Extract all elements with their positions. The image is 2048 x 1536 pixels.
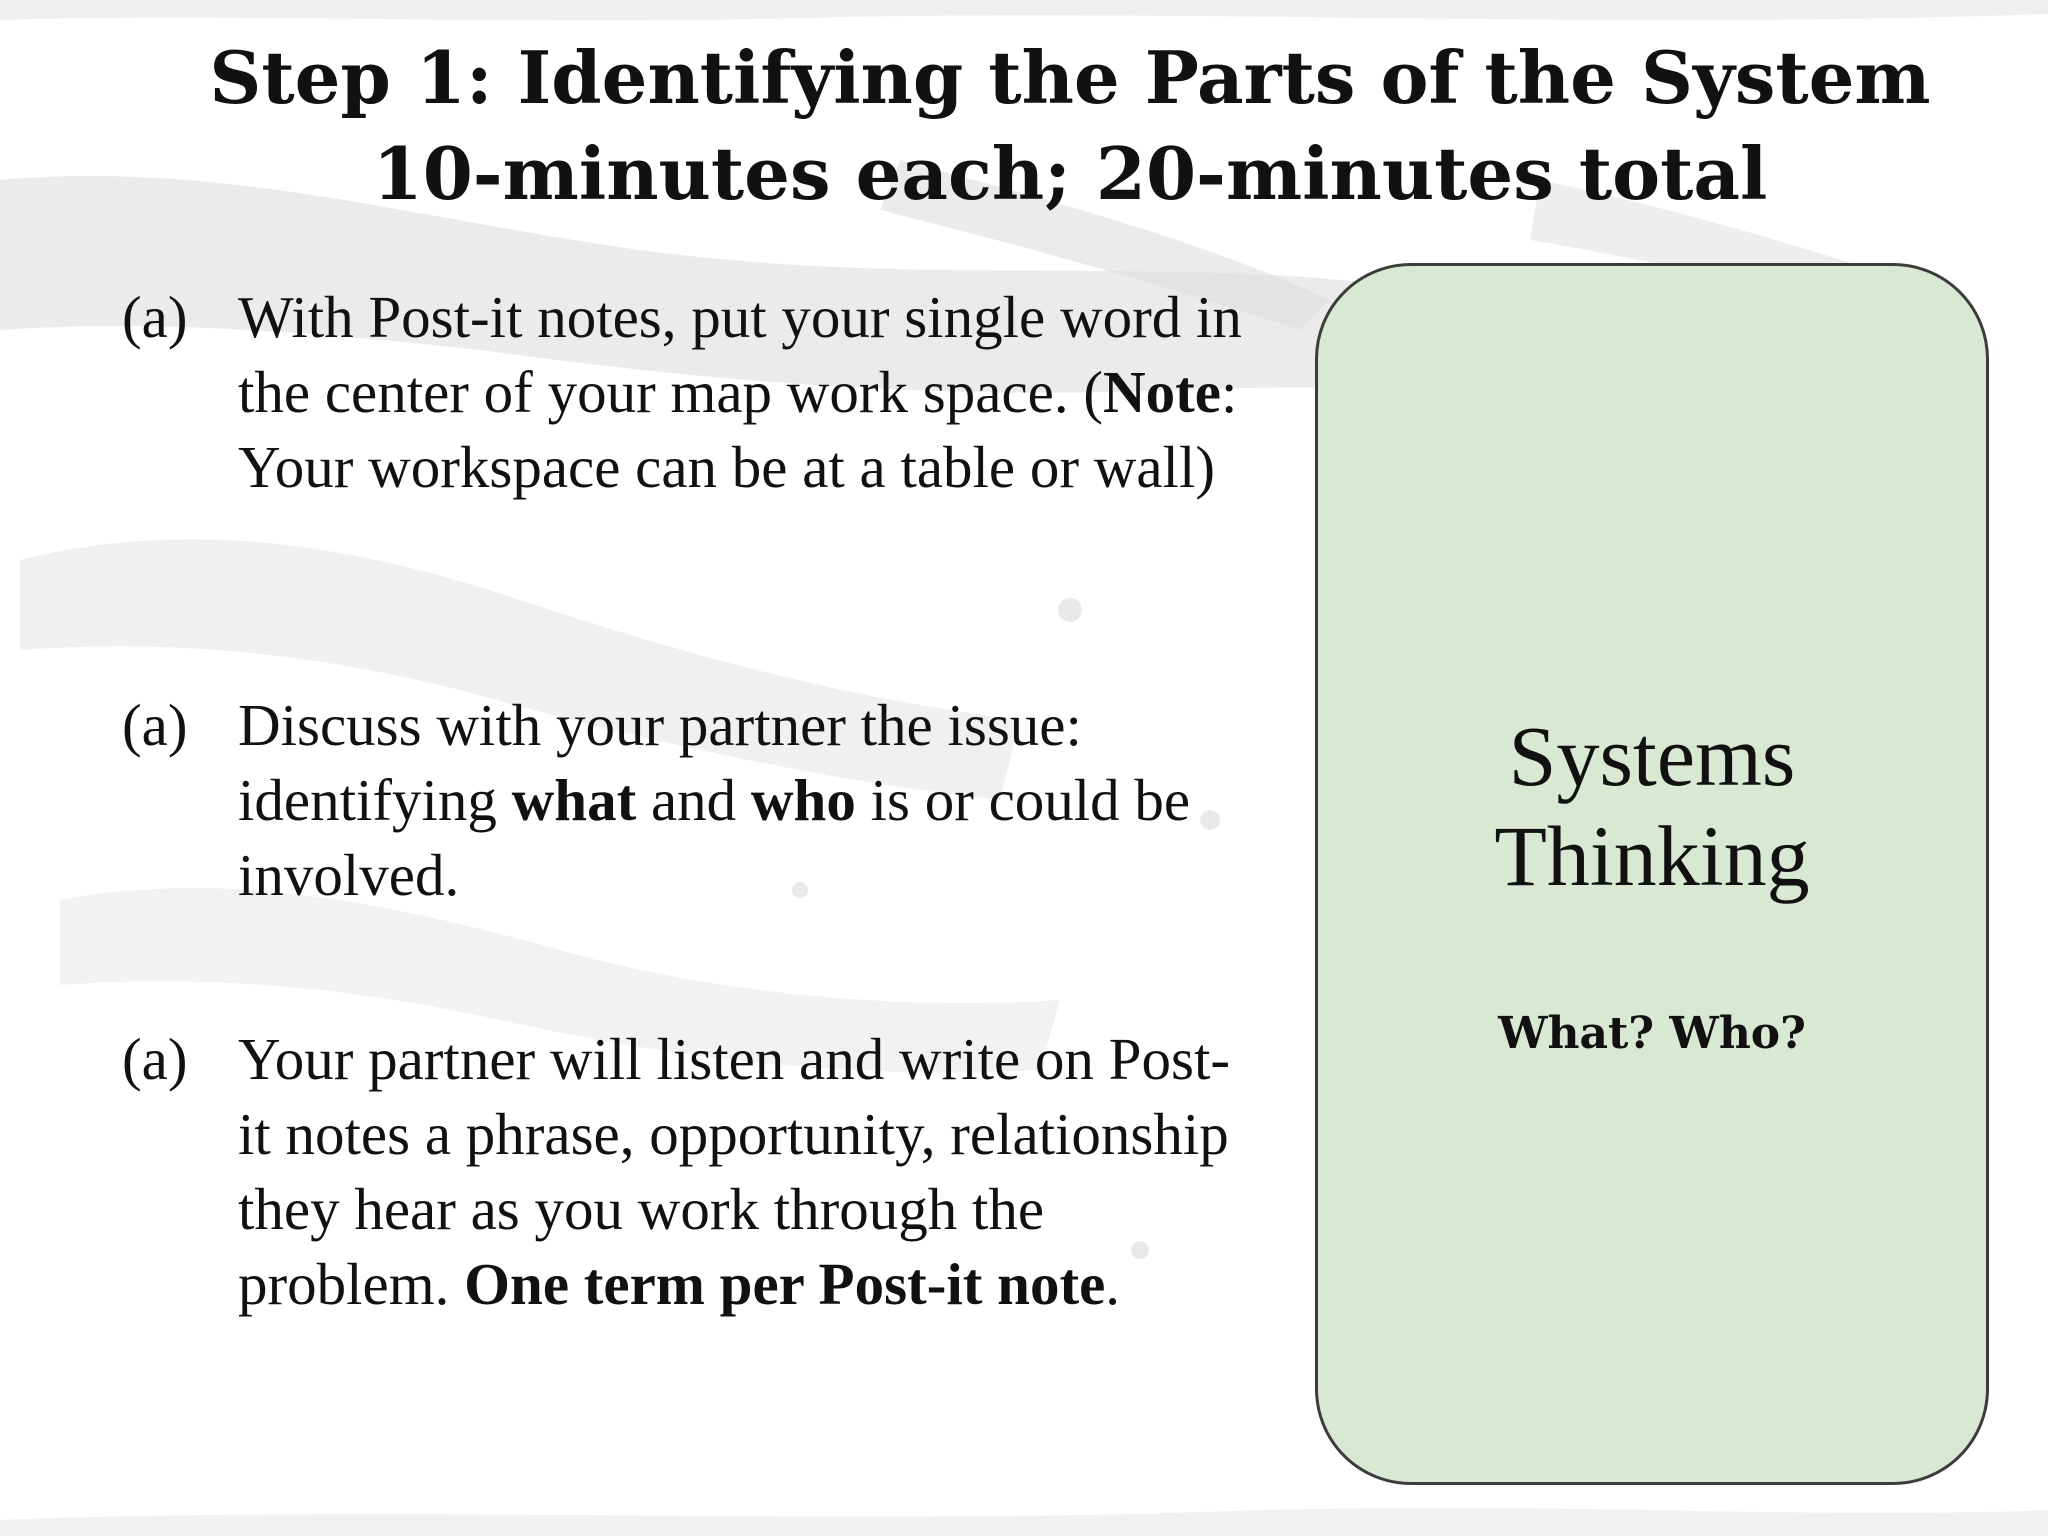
instruction-item: (a) With Post-it notes, put your single … (122, 280, 1272, 505)
emphasis-text: Note (1102, 359, 1221, 425)
emphasis-text: One term per Post-it note (464, 1251, 1106, 1317)
text-segment: . (1105, 1251, 1121, 1317)
text-segment: is or could be involved. (238, 767, 1191, 908)
text-segment: With Post-it notes, put your single word… (238, 284, 1242, 425)
instruction-label: (a) (122, 284, 188, 350)
card-subtitle: What? Who? (1498, 1008, 1806, 1059)
slide-title-line-2: 10-minutes each; 20-minutes total (372, 131, 1768, 216)
text-segment: Discuss with your partner the issue: ide… (238, 692, 1082, 833)
slide-title-line-1: Step 1: Identifying the Parts of the Sys… (209, 35, 1931, 120)
instruction-item: (a) Your partner will listen and write o… (122, 1022, 1272, 1322)
emphasis-text: who (750, 767, 856, 833)
instruction-label: (a) (122, 692, 188, 758)
card-title-line-1: Systems (1508, 708, 1796, 804)
instruction-label: (a) (122, 1026, 188, 1092)
instruction-item: (a) Discuss with your partner the issue:… (122, 688, 1272, 913)
card-title-line-2: Thinking (1494, 808, 1810, 904)
instruction-text: Discuss with your partner the issue: ide… (238, 688, 1258, 913)
instruction-text: With Post-it notes, put your single word… (238, 280, 1258, 505)
systems-thinking-card: Systems Thinking What? Who? (1315, 263, 1989, 1485)
text-segment: Your partner will listen and write on Po… (238, 1026, 1230, 1317)
text-segment: and (636, 767, 751, 833)
text-segment: : Your workspace can be at a table or wa… (238, 359, 1238, 500)
instruction-text: Your partner will listen and write on Po… (238, 1022, 1258, 1322)
slide-title: Step 1: Identifying the Parts of the Sys… (0, 30, 2048, 222)
card-title: Systems Thinking (1318, 706, 1986, 906)
emphasis-text: what (511, 767, 637, 833)
